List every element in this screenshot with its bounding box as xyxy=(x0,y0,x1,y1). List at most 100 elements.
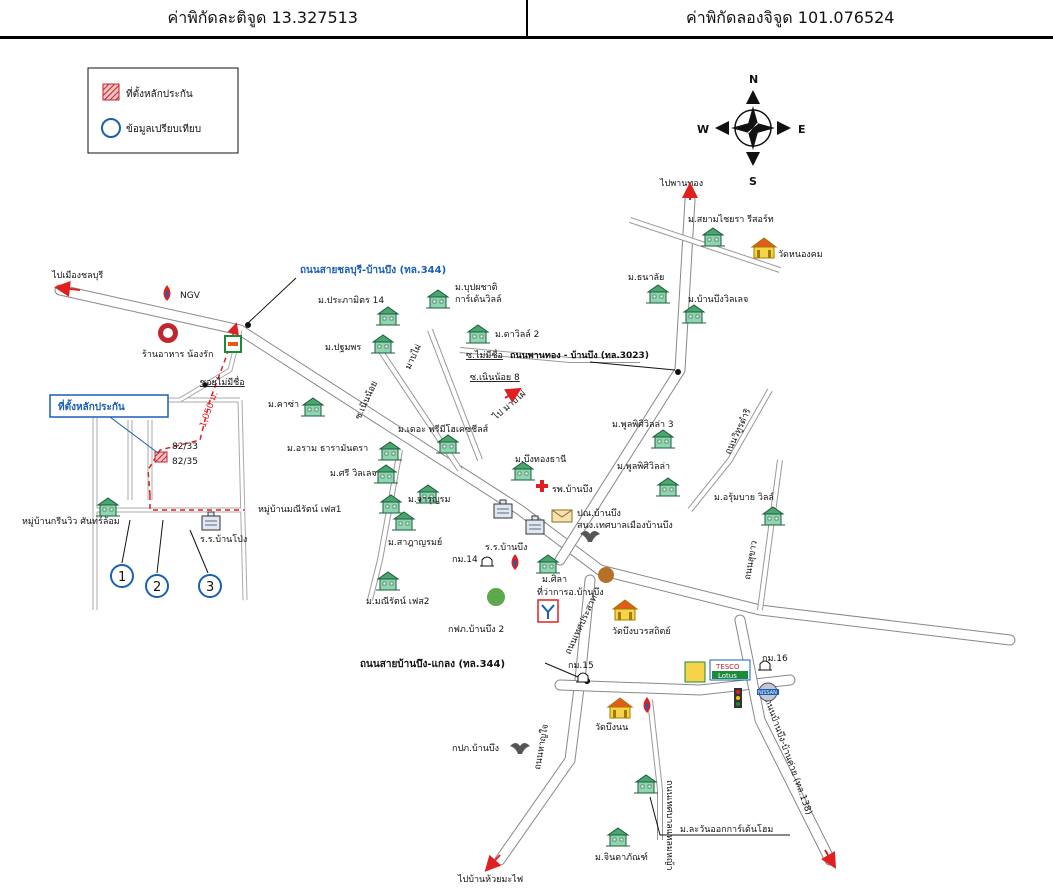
prapamit-label: ม.ประภามิตร 14 xyxy=(318,295,384,306)
laemthong-house-icon xyxy=(633,774,659,794)
manirat2-house-icon xyxy=(375,571,401,591)
charuenrom-label: ม.จารุญรม xyxy=(408,495,450,505)
asumai-house-icon xyxy=(760,506,786,526)
bungthong-label: ม.บึงทองธานี xyxy=(515,454,566,465)
latitude-text: ค่าพิกัดละติจูด 13.327513 xyxy=(167,7,358,27)
compass-e: E xyxy=(798,123,806,136)
distance-label: 1,050 ม. xyxy=(198,390,220,429)
police-emblem-icon xyxy=(510,743,530,754)
legend-collateral: ที่ตั้งหลักประกัน xyxy=(126,86,193,100)
siamsabai-house-icon xyxy=(700,227,726,247)
traffic-light-icon xyxy=(734,688,742,708)
road-east: ถนนเทศบาลแหลมหญ้า xyxy=(664,780,675,871)
restaurant-label: ร้านอาหาร น้องรัก xyxy=(142,349,213,360)
road-soi-noi-8: ซ.เนินน้อย 8 xyxy=(470,372,520,383)
pulpisin-house-icon xyxy=(655,477,681,497)
aram-label: ม.อราม ธารามันตรา xyxy=(287,444,368,454)
manirat2-label: ม.มณีรัตน์ เฟส2 xyxy=(366,595,429,607)
to-phanthong: ไปพานทอง xyxy=(659,178,703,189)
sasarin-label: ม.สาฎาญรมย์ xyxy=(388,536,442,548)
thanalak-label: ม.ธนาลัย xyxy=(628,273,664,283)
road-138: ถนนบ้านบึง-บ้านค่าย (ทล.138) xyxy=(762,697,814,816)
road-pratabeng: ถนนหาญใจ xyxy=(532,723,551,770)
compass-w: W xyxy=(697,123,709,136)
latitude-cell: ค่าพิกัดละติจูด 13.327513 xyxy=(0,0,526,36)
compass: N S W E xyxy=(697,73,806,188)
coordinate-header: ค่าพิกัดละติจูด 13.327513 ค่าพิกัดลองจิจ… xyxy=(0,0,1053,39)
garden-ville-label: การ์เด้นวิลล์ xyxy=(455,293,502,305)
thanalak-house-icon xyxy=(645,284,671,304)
svg-text:TESCO: TESCO xyxy=(715,663,740,671)
road-no-name-2: ซ.ไม่มีชื่อ xyxy=(466,348,503,361)
road-344-north: ถนนสายชลบุรี-บ้านบึง (ทล.344) xyxy=(300,264,446,276)
wat-bueng-na-temple-icon xyxy=(607,697,633,719)
pathumporn-label: ม.ปฐมพร xyxy=(325,343,361,353)
road-mabpai: มาบไผ่ xyxy=(403,343,424,372)
post-icon xyxy=(551,509,573,523)
dawville-label: ม.ดาวิลล์ 2 xyxy=(495,328,539,340)
restaurant-icon xyxy=(158,323,178,343)
siamsabai-label: ม.สยามไชยรา รีสอร์ท xyxy=(688,213,774,225)
km16-label: กม.16 xyxy=(762,654,788,664)
ngv-fuel-icon xyxy=(163,285,171,301)
road-no-name-1: ซอยไม่มีชื่อ xyxy=(200,375,245,388)
chinda-label: ม.จินดาภัณฑ์ xyxy=(595,851,648,863)
municipal-emblem-icon xyxy=(580,531,600,542)
ngv-label: NGV xyxy=(180,291,201,301)
asumai-label: ม.อรุ้มบาย วิลล์ xyxy=(714,491,774,503)
wat-nong-temple-icon xyxy=(751,237,777,259)
compass-s: S xyxy=(749,175,757,188)
district-label: ที่ว่าการอ.บ้านบึง xyxy=(537,585,604,598)
km14-label: กม.14 xyxy=(452,555,478,565)
km15-label: กม.15 xyxy=(568,661,594,671)
chinda-house-icon xyxy=(605,827,631,847)
district-emblem-icon xyxy=(598,567,614,583)
hospital-label: รพ.บ้านบึง xyxy=(552,484,593,495)
banbueng-village-label: ม.บ้านบึงวิลเลจ xyxy=(688,294,748,305)
municipal-label: สนง.เทศบาลเมืองบ้านบึง xyxy=(577,520,673,531)
comparison-markers: 1 2 3 xyxy=(110,519,222,598)
wat-bueng-temple-icon xyxy=(612,599,638,621)
legend-comparison: ข้อมูลเปรียบเทียบ xyxy=(126,123,201,135)
nissan-logo: NISSAN xyxy=(757,682,779,702)
compass-n: N xyxy=(749,73,758,86)
laemthong-label: ม.ละวันออกการ์เด้นโฮม xyxy=(680,823,773,835)
pulpisin3-label: ม.พูลพิศิวิลล่า 3 xyxy=(612,419,674,430)
to-huai-yai: ไปบ้านห้วยมะไฟ xyxy=(457,874,523,885)
road-3023: ถนนพานทอง - บ้านบึง (ทล.3023) xyxy=(510,350,649,361)
km14-post-icon xyxy=(479,556,495,567)
road-sukhumvit: ถนนสุขาว xyxy=(743,540,760,581)
dawville-house-icon xyxy=(465,324,491,344)
plot-b-label: 82/35 xyxy=(172,457,198,467)
the-prim-label: ม.เดอะ พรีมีโฮเคซชีลส์ xyxy=(398,423,489,435)
pulpisin3-house-icon xyxy=(650,429,676,449)
green-ville-label: หมู่บ้านกรีนวิว ศันทร์ล้อม xyxy=(22,515,120,527)
svg-text:Lotus: Lotus xyxy=(718,672,737,680)
school-label: ร.ร.บ้านโป่ง xyxy=(200,534,247,545)
road-344-south: ถนนสายบ้านบึง-แกลง (ทล.344) xyxy=(360,658,505,670)
shop-icon xyxy=(684,661,706,683)
kasa-house-icon xyxy=(300,397,326,417)
bupachat-label: ม.บุปผชาติ xyxy=(455,282,498,293)
legend: ที่ตั้งหลักประกัน ข้อมูลเปรียบเทียบ xyxy=(87,67,239,154)
collateral-marker xyxy=(154,451,168,463)
sri-label: ม.ศรี วิลเลจ xyxy=(330,468,377,479)
pathumporn-house-icon xyxy=(370,334,396,354)
bupachat-house-icon xyxy=(425,289,451,309)
prapamit-house-icon xyxy=(375,306,401,326)
kasa-label: ม.คาซ่า xyxy=(268,400,299,410)
comparison-1: 1 xyxy=(118,570,126,585)
wat-nong-label: วัดหนองคม xyxy=(778,250,823,260)
police-label: กปภ.บ้านบึง xyxy=(452,743,499,754)
hospital-icon xyxy=(536,480,548,492)
wat-bueng-na-label: วัดบึงนน xyxy=(595,722,628,733)
post-label: ปณ.บ้านบึง xyxy=(577,508,621,519)
school-icon xyxy=(201,511,221,531)
pea-icon xyxy=(487,588,559,623)
manirat1-house-icon xyxy=(378,494,404,514)
seven-eleven-icon xyxy=(224,335,242,353)
access-route xyxy=(147,322,239,496)
wat-bueng-label: วัดบึงบวรสถิตย์ xyxy=(612,625,671,637)
manirat1-label: หมู่บ้านมณีรัตน์ เฟส1 xyxy=(258,503,341,515)
